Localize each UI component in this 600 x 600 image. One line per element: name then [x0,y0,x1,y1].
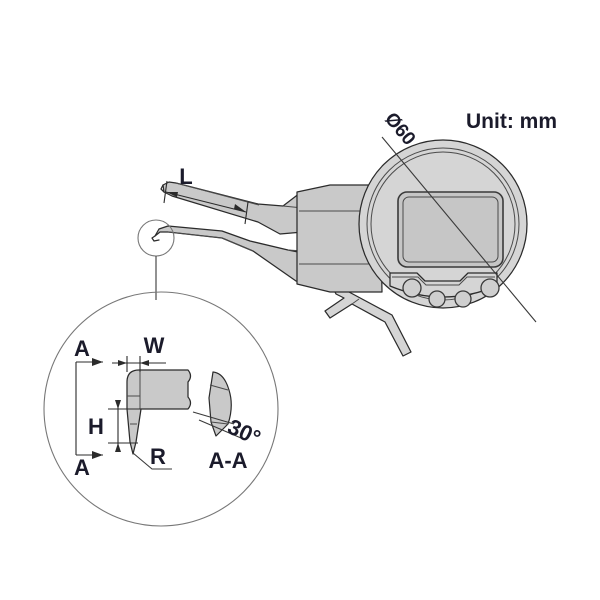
tip-height-dimension: H [88,400,143,452]
angle-leader-upper [192,411,235,425]
section-angle-label: 30° [224,414,265,451]
stand-bracket-inner-line [351,298,360,305]
lcd-display [397,191,504,268]
diameter-leader-line [381,136,537,323]
w-arrow-right [140,360,149,366]
lower-jaw-tip-hook [151,235,160,242]
button-mid-left[interactable] [428,290,446,308]
section-arrow-label-bottom: A [74,455,90,480]
jaw-tip-shape [126,369,192,455]
section-line-a-a: A A [74,336,103,480]
section-arrow-label-top: A [74,336,90,361]
tip-height-label: H [88,414,104,439]
button-mid-right[interactable] [454,290,472,308]
section-view-title: A-A [208,448,247,473]
lcd-display-inner-border [402,196,499,263]
section-arrowhead-top [92,358,103,366]
unit-note: Unit: mm [466,110,557,133]
l-dim-ext-left [163,180,168,204]
l-dim-arrow-left [166,192,178,197]
jaw-length-dimension: L [163,164,249,225]
digital-indicator-head [358,139,528,309]
w-arrow-left [118,360,127,366]
l-dim-arrow-right [234,204,246,212]
l-dim-line [165,191,247,213]
dial-diameter-label: Ø60 [380,109,419,150]
angle-leader-lower [198,419,242,439]
detail-view-boundary [43,291,279,527]
button-right[interactable] [480,278,500,298]
detail-callout-small-circle [137,219,175,257]
detail-callout [137,219,175,300]
jaw-tip-profile [126,369,192,455]
section-a-a-view: 30° A-A [192,371,265,473]
h-arrow-top [115,400,121,409]
main-assembly-view: L Ø60 Unit: mm [151,109,557,357]
lower-jaw-crease [167,231,254,252]
h-arrow-bottom [115,443,121,452]
section-profile-inner-line-1 [209,384,229,391]
section-profile-inner-line-2 [210,421,229,425]
detail-circle-view: W H R A [43,291,279,527]
section-arrowhead-bottom [92,451,103,459]
button-panel-edge [392,276,495,286]
jaw-length-label: L [179,164,192,189]
tip-width-dimension: W [112,333,166,372]
tip-radius-label: R [150,444,166,469]
upper-jaw-tip-hook [160,184,165,193]
r-leader-line [132,452,172,470]
tip-width-label: W [144,333,165,358]
tip-radius-dimension: R [132,444,172,470]
upper-jaw-crease [175,182,260,206]
button-left[interactable] [402,278,422,298]
upper-jaw-shape [162,181,304,235]
l-dim-ext-right [244,201,249,225]
